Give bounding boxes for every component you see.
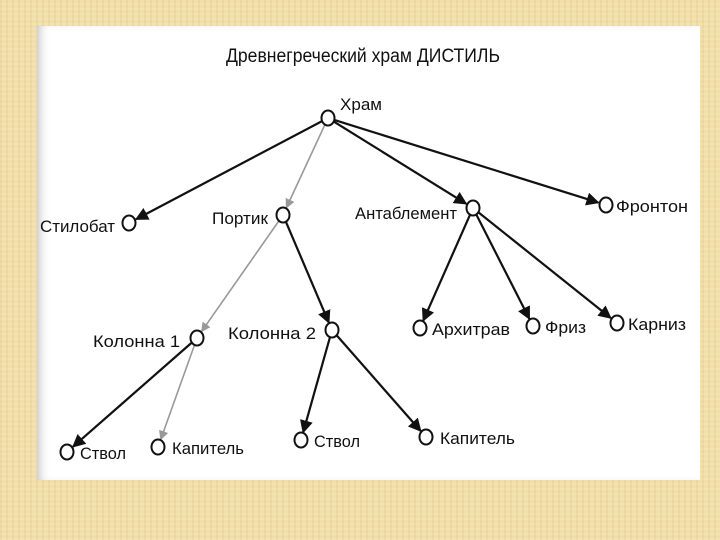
node-label-stvol1: Ствол [80,444,126,463]
edge-hram-portik [285,124,326,209]
node-circle-arhitrav [412,319,428,337]
node-circle-stvol1 [59,443,75,461]
node-label-hram: Храм [340,95,382,114]
node-circle-karniz [609,314,625,332]
edge-portik-kolonna2 [284,221,331,324]
edge-portik-kolonna1 [200,220,280,333]
node-label-kolonna1: Колонна 1 [93,332,180,351]
diagram-title: Древнегреческий храм ДИСТИЛЬ [226,46,500,67]
edge-kolonna1-kapitel1 [159,344,196,441]
node-label-portik: Портик [212,209,269,228]
node-label-friz: Фриз [545,318,586,337]
edge-kolonna2-kapitel2 [335,334,422,432]
node-circle-hram [320,109,336,127]
node-circle-kolonna2 [324,321,340,339]
node-label-stilobat: Стилобат [40,217,115,236]
edge-antablement-karniz [477,211,612,319]
edge-kolonna2-stvol2 [300,336,332,434]
node-circle-kolonna1 [189,329,205,347]
edge-hram-antablement [333,120,468,205]
node-circle-stvol2 [293,431,309,449]
node-circle-antablement [465,199,481,217]
edge-hram-stilobat [134,120,323,221]
node-circle-kapitel2 [418,428,434,446]
edge-antablement-arhitrav [421,213,472,322]
node-circle-fronton [598,196,614,214]
edge-antablement-friz [475,213,531,321]
node-circle-portik [275,206,291,224]
node-label-kolonna2: Колонна 2 [228,324,316,343]
node-label-stvol2: Ствол [314,432,360,451]
node-circle-stilobat [121,214,137,232]
node-circle-kapitel1 [150,438,166,456]
node-label-kapitel2: Капитель [440,429,515,448]
edge-hram-fronton [334,119,600,206]
node-label-arhitrav: Архитрав [432,320,510,339]
node-label-fronton: Фронтон [616,197,688,216]
node-label-kapitel1: Капитель [172,439,244,458]
edge-kolonna1-stvol1 [72,341,193,448]
node-circle-friz [525,317,541,335]
node-label-antablement: Антаблемент [355,204,457,223]
diagram-panel [37,26,700,480]
node-label-karniz: Карниз [628,315,686,334]
